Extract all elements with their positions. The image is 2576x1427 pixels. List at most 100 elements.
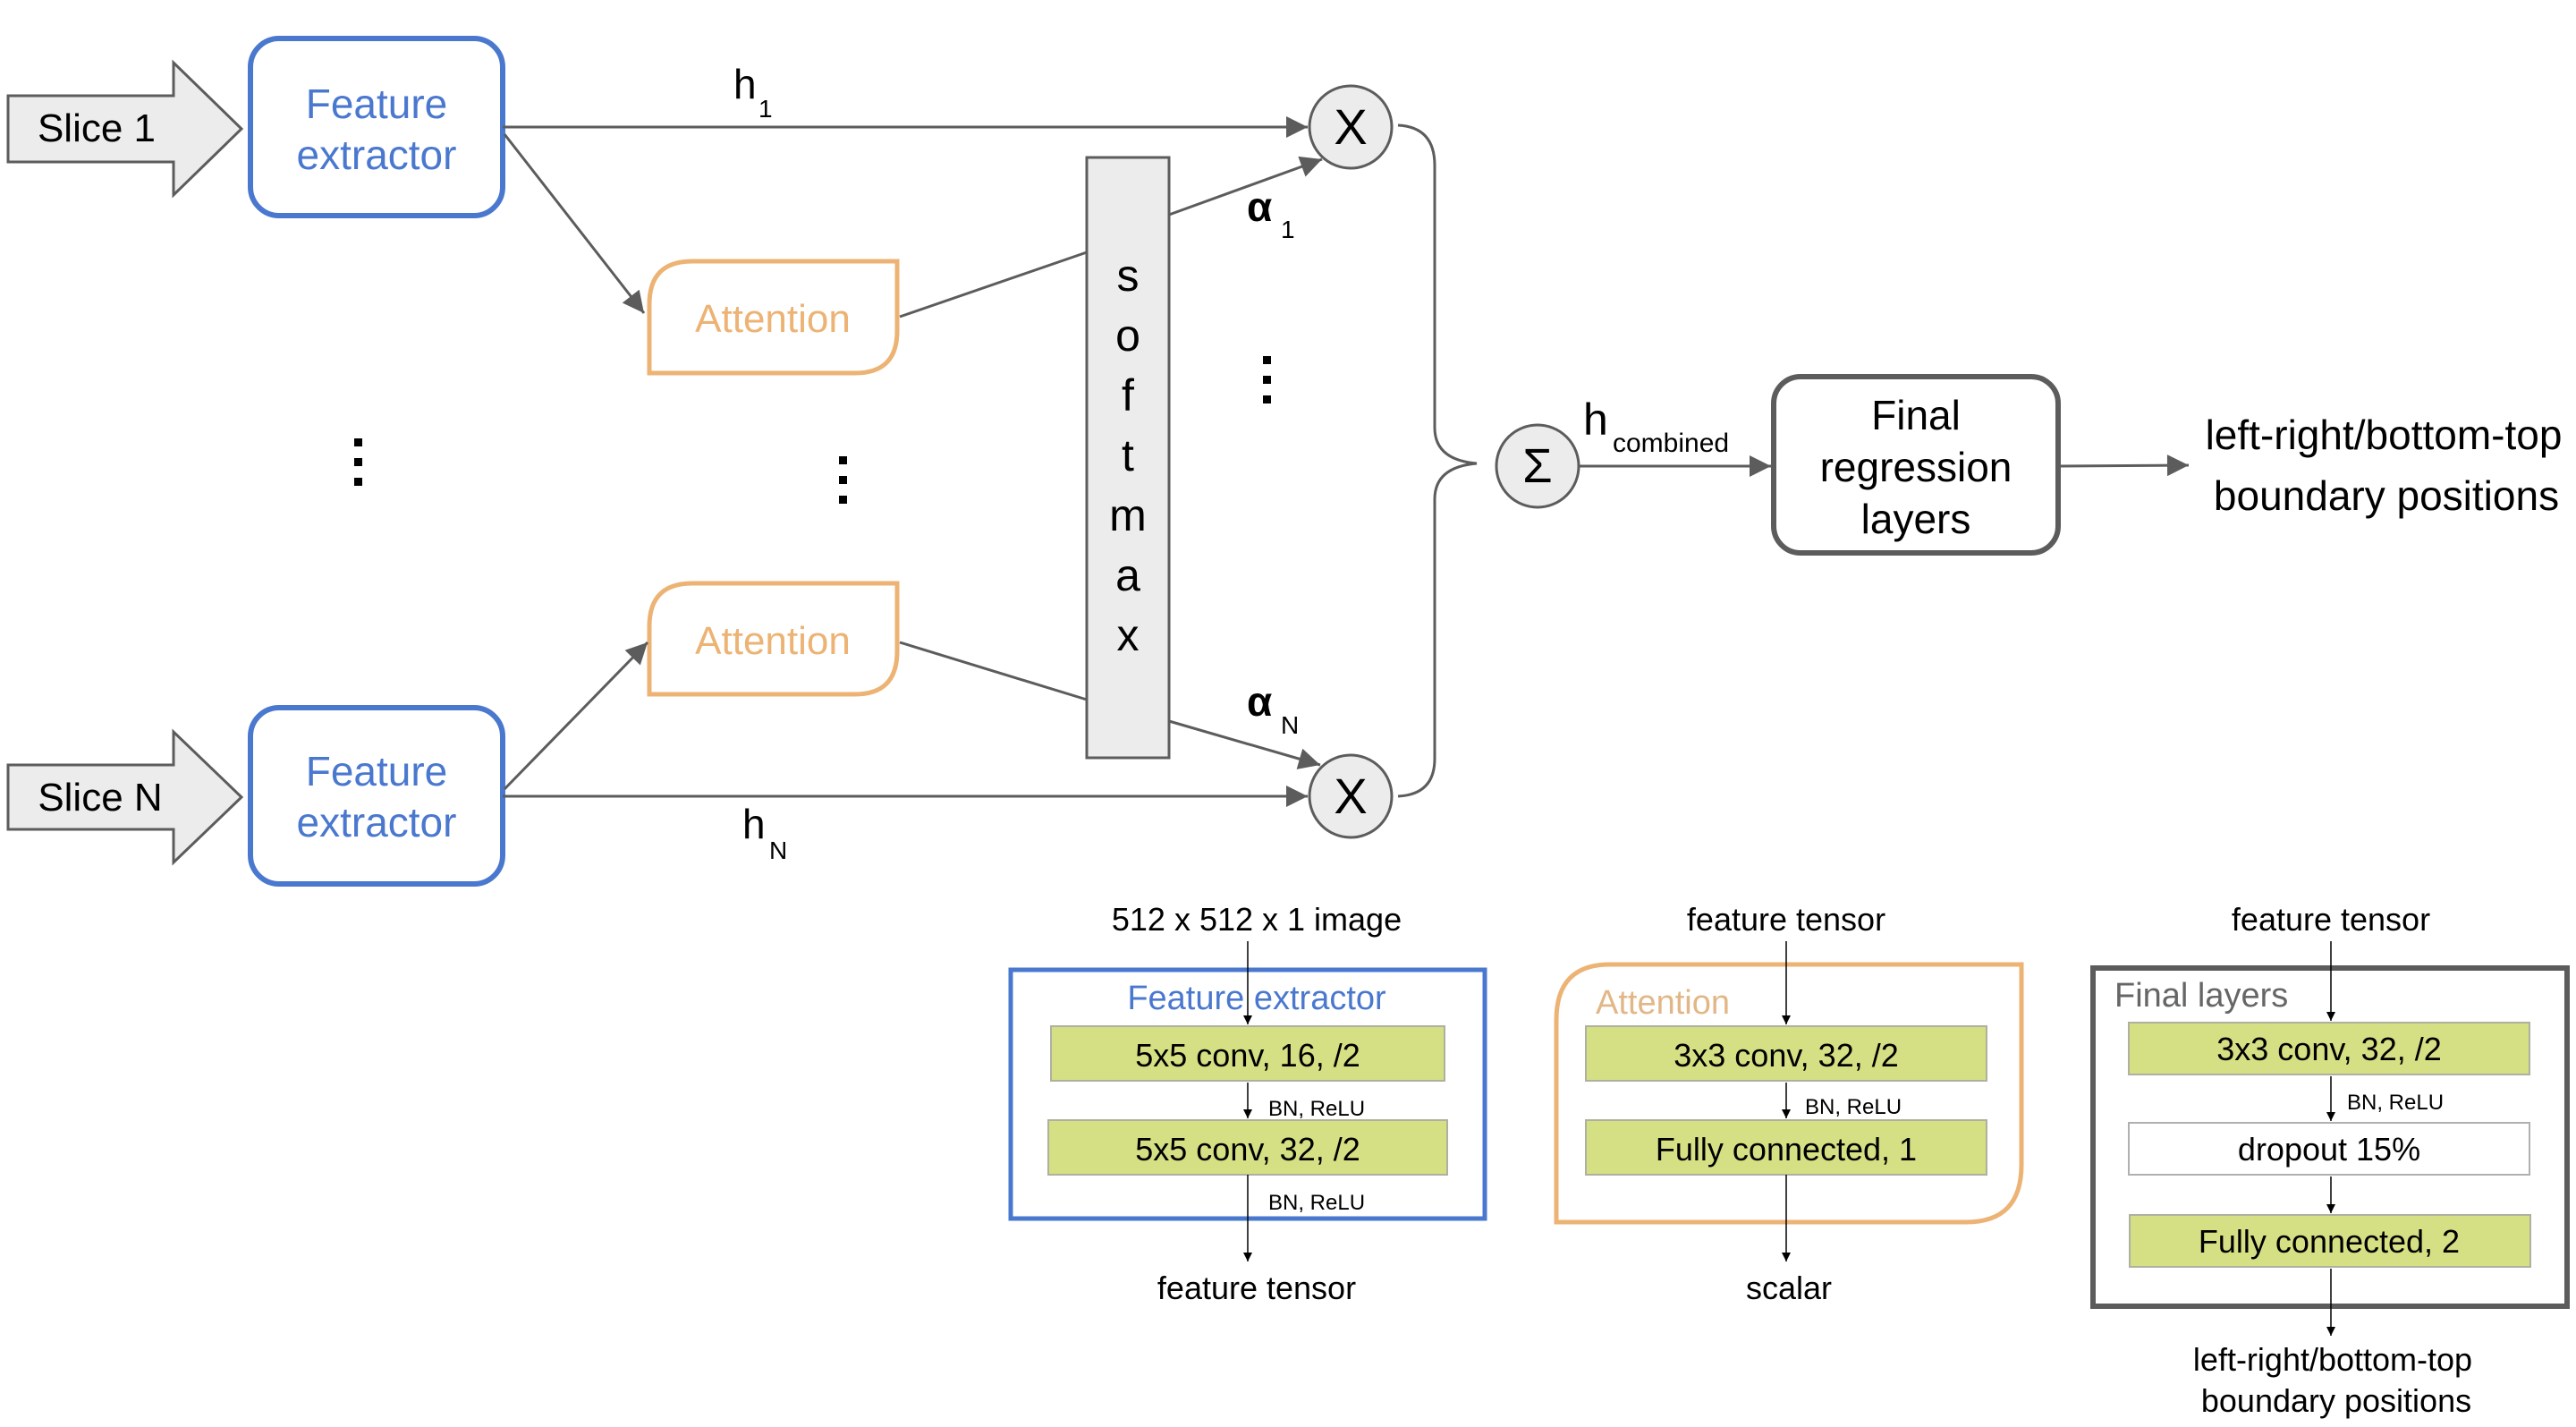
att-detail-title: Attention xyxy=(1596,984,1730,1022)
softmax-letter: t xyxy=(1122,430,1134,480)
att-layer-2-label: Fully connected, 1 xyxy=(1656,1131,1917,1168)
ellipsis-feature-extractors xyxy=(354,438,362,486)
attention-1-frame xyxy=(647,259,900,376)
sum-circle xyxy=(1495,423,1580,509)
final-detail-output-line2: boundary positions xyxy=(2201,1382,2471,1419)
slice-1-arrow: Slice 1 xyxy=(6,59,244,199)
final-detail-output-line1: left-right/bottom-top xyxy=(2193,1341,2472,1378)
alpha1-label: α 1 xyxy=(1247,183,1295,243)
feature-extractor-n-frame xyxy=(248,705,505,887)
fe1-to-attention-connector xyxy=(503,133,646,314)
softmax-letter: s xyxy=(1117,251,1140,301)
h-combined-label: h combined xyxy=(1583,395,1729,458)
detail-final-layers: feature tensor Final layers 3x3 conv, 32… xyxy=(2090,901,2570,1419)
attention-1-label: Attention xyxy=(695,297,851,341)
combine-brace xyxy=(1397,123,1478,798)
attention-1-to-softmax-connector xyxy=(899,251,1088,319)
detail-attention: feature tensor Attention 3x3 conv, 32, /… xyxy=(1554,901,2024,1306)
final-layer-1 xyxy=(2128,1022,2530,1075)
fe-detail-title: Feature extractor xyxy=(1127,980,1386,1017)
softmax-letter: f xyxy=(1122,370,1134,420)
alphaN-base: α xyxy=(1247,678,1272,725)
multiply-node-n: X xyxy=(1308,753,1394,839)
connectors xyxy=(503,116,2190,807)
att-activation-1: BN, ReLU xyxy=(1805,1095,1902,1119)
attention-n-label: Attention xyxy=(695,619,851,663)
slice-1-label: Slice 1 xyxy=(38,106,156,150)
attention-box-n: Attention xyxy=(647,581,900,697)
softmax-letter: m xyxy=(1109,490,1147,540)
att-detail-input: feature tensor xyxy=(1687,901,1885,938)
final-regression-line2: regression xyxy=(1820,444,2012,490)
slice-1-arrow-shape xyxy=(6,59,244,199)
feature-extractor-1-frame xyxy=(248,36,505,218)
softmax-letter: o xyxy=(1115,310,1140,361)
final-detail-input: feature tensor xyxy=(2232,901,2430,938)
feature-extractor-n-line2: extractor xyxy=(297,799,457,845)
slice-n-arrow-shape xyxy=(6,728,244,866)
sum-icon: Σ xyxy=(1522,439,1552,493)
softmax-letter: x xyxy=(1117,610,1140,660)
final-layer-3 xyxy=(2129,1214,2531,1268)
h1-label: h 1 xyxy=(733,61,773,123)
final-regression-line3: layers xyxy=(1861,496,1971,542)
feature-extractor-box-n: Feature extractor xyxy=(248,705,505,887)
fe-activation-1: BN, ReLU xyxy=(1268,1097,1365,1121)
fe-layer-1-label: 5x5 conv, 16, /2 xyxy=(1135,1037,1360,1074)
fe-activation-2: BN, ReLU xyxy=(1268,1191,1365,1215)
fe-layer-2-label: 5x5 conv, 32, /2 xyxy=(1135,1131,1360,1168)
detail-feature-extractor: 512 x 512 x 1 image Feature extractor 5x… xyxy=(1008,901,1487,1306)
final-regression-line1: Final xyxy=(1871,392,1961,438)
h-combined-base: h xyxy=(1583,395,1608,445)
attention-n-frame xyxy=(647,581,900,697)
output-line2: boundary positions xyxy=(2214,472,2559,519)
att-layer-1 xyxy=(1585,1025,1987,1082)
slice-n-arrow: Slice N xyxy=(6,728,244,866)
h1-base: h xyxy=(733,61,757,107)
h1-sub: 1 xyxy=(758,95,773,123)
att-detail-output: scalar xyxy=(1746,1270,1832,1306)
final-regression-frame xyxy=(1771,374,2061,556)
att-layer-1-label: 3x3 conv, 32, /2 xyxy=(1674,1037,1899,1074)
multiply-n-icon: X xyxy=(1334,768,1367,824)
final-layer-1-label: 3x3 conv, 32, /2 xyxy=(2216,1031,2442,1067)
attention-box-1: Attention xyxy=(647,259,900,376)
softmax-letter: a xyxy=(1115,550,1140,600)
feature-extractor-n-line1: Feature xyxy=(306,748,448,794)
alpha1-connector xyxy=(1168,156,1323,217)
final-detail-title: Final layers xyxy=(2114,977,2288,1015)
fe-layer-2 xyxy=(1047,1119,1448,1176)
ellipsis-attention xyxy=(839,456,847,504)
fe-detail-output: feature tensor xyxy=(1157,1270,1356,1306)
final-layer-3-label: Fully connected, 2 xyxy=(2199,1223,2460,1260)
multiply-1-circle xyxy=(1308,84,1394,170)
att-layer-2 xyxy=(1585,1119,1987,1176)
final-layer-2 xyxy=(2128,1122,2530,1176)
alpha1-sub: 1 xyxy=(1281,216,1295,243)
feature-extractor-1-line1: Feature xyxy=(306,81,448,127)
feature-extractor-box-1: Feature extractor xyxy=(248,36,505,218)
output-line1: left-right/bottom-top xyxy=(2206,412,2563,458)
multiply-node-1: X xyxy=(1308,84,1394,170)
hN-sub: N xyxy=(769,837,787,864)
final-layer-2-label: dropout 15% xyxy=(2238,1131,2420,1168)
softmax-frame xyxy=(1085,156,1171,760)
final-regression-box: Final regression layers xyxy=(1771,374,2061,556)
alpha1-base: α xyxy=(1247,183,1272,230)
fen-to-attention-connector xyxy=(503,641,649,791)
feature-extractor-1-line2: extractor xyxy=(297,132,457,178)
h-combined-sub: combined xyxy=(1613,429,1729,458)
output-label: left-right/bottom-top boundary positions xyxy=(2206,412,2563,519)
hN-label: h N xyxy=(742,801,787,864)
fe-detail-input: 512 x 512 x 1 image xyxy=(1112,901,1402,938)
final-output-connector xyxy=(2058,454,2190,477)
fe-layer-1 xyxy=(1050,1025,1445,1082)
ellipsis-alpha xyxy=(1263,356,1271,403)
alphaN-label: α N xyxy=(1247,678,1299,739)
alphaN-connector xyxy=(1168,719,1321,769)
sum-node: Σ xyxy=(1495,423,1580,509)
hN-base: h xyxy=(742,801,766,847)
alphaN-sub: N xyxy=(1281,711,1299,739)
